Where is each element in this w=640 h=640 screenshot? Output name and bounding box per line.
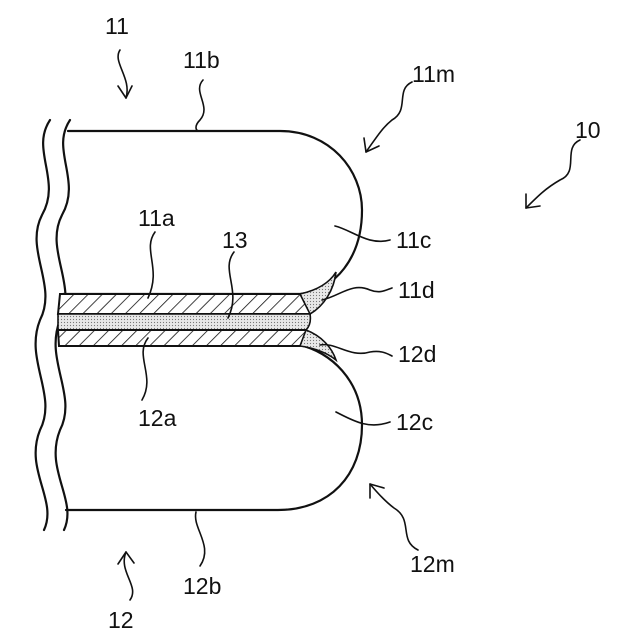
label-11a: 11a	[138, 205, 175, 231]
arrowhead-11	[118, 86, 132, 98]
label-12d: 12d	[398, 341, 436, 367]
leader-12m-arrow	[370, 484, 418, 550]
label-12b: 12b	[183, 573, 221, 599]
label-11c: 11c	[396, 227, 431, 253]
leader-11-arrow	[118, 50, 127, 98]
leader-11c	[335, 226, 390, 241]
leader-10-arrow	[526, 140, 580, 208]
label-10: 10	[575, 117, 601, 143]
upper-member-outline	[63, 131, 362, 294]
label-11d: 11d	[398, 277, 435, 303]
lower-hatched-layer	[58, 330, 307, 346]
label-11: 11	[105, 13, 129, 39]
upper-hatched-layer	[58, 294, 310, 314]
bond-layer	[58, 314, 310, 330]
label-11m: 11m	[412, 61, 455, 87]
leader-11b	[196, 80, 204, 131]
leader-11a	[148, 232, 155, 298]
label-12a: 12a	[138, 405, 177, 431]
break-line-left	[36, 120, 50, 530]
leader-11m-arrow	[366, 82, 412, 152]
leader-12c	[336, 412, 390, 425]
leader-12b	[196, 512, 205, 566]
label-12c: 12c	[396, 409, 433, 435]
label-12: 12	[108, 607, 134, 633]
label-13: 13	[222, 227, 248, 253]
leader-12a	[142, 338, 148, 400]
leader-11d	[322, 288, 392, 300]
label-12m: 12m	[410, 551, 455, 577]
lower-member-outline	[60, 345, 362, 510]
label-11b: 11b	[183, 47, 220, 73]
